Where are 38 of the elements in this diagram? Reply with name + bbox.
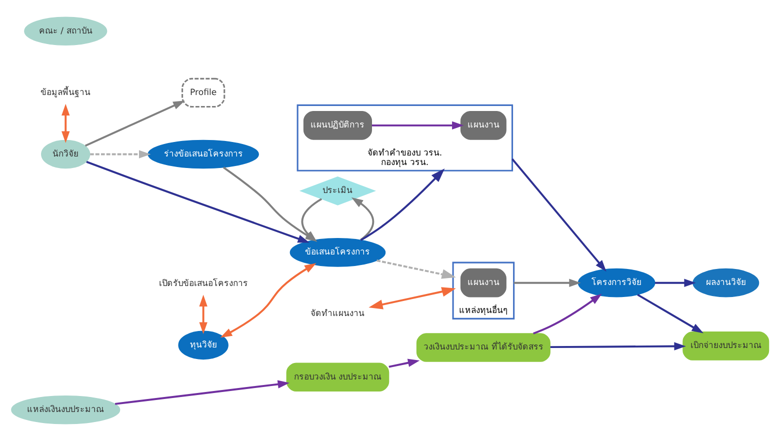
arrow bbox=[62, 104, 70, 144]
node-box: แผนปฏิบัติการ bbox=[303, 111, 372, 140]
arrow bbox=[376, 260, 456, 279]
node-box: กรอบวงเงิน งบประมาณ bbox=[286, 362, 390, 392]
arrow bbox=[533, 294, 602, 334]
node-box: วงเงินงบประมาณ ที่ได้รับจัดสรร bbox=[416, 333, 550, 362]
node-box: แผนงาน bbox=[460, 268, 506, 298]
arrow bbox=[360, 168, 445, 242]
arrow bbox=[351, 197, 374, 241]
node-box: เบิกจ่ายงบประมาณ bbox=[682, 332, 770, 360]
arrow bbox=[368, 287, 456, 310]
arrow bbox=[220, 263, 316, 338]
node-text: ข้อมูลพื้นฐาน bbox=[40, 88, 91, 98]
arrow bbox=[388, 358, 420, 368]
node-box: Profile bbox=[182, 78, 226, 108]
node-ellipse: ร่างข้อเสนอโครงการ bbox=[148, 140, 259, 169]
node-ellipse: แหล่งเงินงบประมาณ bbox=[11, 395, 120, 424]
arrow bbox=[86, 160, 310, 243]
arrow bbox=[199, 294, 208, 334]
arrow bbox=[372, 121, 464, 130]
node-ellipse: คณะ / สถาบัน bbox=[24, 16, 108, 46]
node-text: เปิดรับข้อเสนอโครงการ bbox=[158, 278, 248, 289]
node-box: แผนงาน bbox=[460, 111, 506, 140]
node-text: จัดทำแผนงาน bbox=[310, 309, 365, 320]
arrow bbox=[637, 294, 704, 334]
node-ellipse: ผลงานวิจัย bbox=[692, 268, 760, 298]
arrow bbox=[84, 100, 185, 147]
arrow bbox=[550, 342, 686, 350]
arrow bbox=[90, 150, 151, 158]
node-ellipse: ทุนวิจัย bbox=[178, 330, 228, 360]
arrow bbox=[114, 380, 290, 405]
node-ellipse: โครงการวิจัย bbox=[578, 268, 656, 298]
arrow bbox=[655, 278, 696, 287]
arrow bbox=[514, 278, 581, 287]
node-ellipse: นักวิจัย bbox=[41, 140, 90, 169]
arrow bbox=[512, 158, 606, 272]
node-diamond: ประเมิน bbox=[299, 176, 376, 206]
node-ellipse: ข้อเสนอโครงการ bbox=[290, 238, 386, 267]
